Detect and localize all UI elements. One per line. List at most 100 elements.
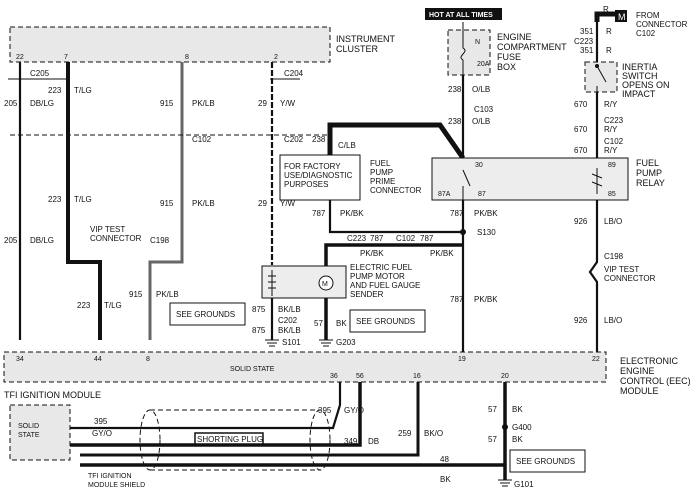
pump-motor-label-1: ELECTRIC FUEL: [350, 263, 413, 272]
cluster-pin-22: 22: [16, 54, 24, 61]
wire-259: [80, 382, 420, 457]
wire-223-num: 223: [48, 86, 62, 95]
connector-c223-top: C223: [574, 37, 594, 46]
tfi-shield-outline: [150, 409, 320, 471]
wire-926-color: LB/O: [604, 217, 622, 226]
eec-pin-19: 19: [458, 356, 466, 363]
tfi-shield-label-2: MODULE SHIELD: [88, 482, 145, 489]
prime-connector-label-2: PUMP: [370, 168, 393, 177]
wire-787-prime-num: 787: [312, 209, 326, 218]
wire-787-pump: [324, 243, 463, 275]
instrument-cluster-label-2: CLUSTER: [336, 44, 379, 54]
fuse-box-label-1: ENGINE: [497, 32, 532, 42]
wire-57-color-c: BK: [512, 435, 523, 444]
tfi-shield-right-end: [309, 409, 331, 471]
wire-29-num-b: 29: [258, 199, 267, 208]
fuse-rating: 20A: [477, 61, 490, 68]
wire-349-num: 349: [344, 437, 358, 446]
eec-module-box: [3, 351, 607, 383]
pump-motor-label-3: AND FUEL GAUGE: [350, 281, 420, 290]
wire-915-num: 915: [160, 99, 174, 108]
vip-test-right-2: CONNECTOR: [604, 274, 656, 283]
wire-926-num-b: 926: [574, 316, 588, 325]
wire-915-num-c: 915: [129, 290, 143, 299]
instrument-cluster-label-1: INSTRUMENT: [336, 34, 395, 44]
instrument-cluster-box: [9, 26, 331, 63]
wire-915: [148, 62, 184, 340]
ground-g400-symbol: [319, 339, 333, 347]
eec-pin-8: 8: [146, 356, 150, 363]
from-connector-wire: [594, 11, 615, 22]
vip-test-left-2: CONNECTOR: [90, 234, 142, 243]
fuse-element: [460, 22, 466, 84]
relay-coil: [591, 168, 603, 194]
wire-205-num-b: 205: [4, 236, 18, 245]
from-connector-2: CONNECTOR: [636, 20, 688, 29]
fuse-box: [447, 29, 491, 76]
tfi-shield-label-1: TFI IGNITION: [88, 473, 132, 480]
eec-pin-34: 34: [16, 356, 24, 363]
relay-label-2: PUMP: [636, 168, 662, 178]
wire-915-color: PK/LB: [192, 99, 215, 108]
eec-label-1: ELECTRONIC: [620, 356, 679, 366]
wire-223: [66, 62, 102, 340]
wire-238-color-b: O/LB: [472, 117, 490, 126]
fuse-box-label-2: COMPARTMENT: [497, 42, 567, 52]
fuse-box-label-4: BOX: [497, 62, 516, 72]
see-grounds-3: SEE GROUNDS: [516, 457, 575, 466]
wire-351-color: R: [606, 27, 612, 36]
vip-test-right-1: VIP TEST: [604, 265, 639, 274]
wire-57-color: BK: [336, 319, 347, 328]
see-grounds-box-1: [169, 302, 246, 326]
wire-259-num: 259: [398, 429, 412, 438]
wire-205-num: 205: [4, 99, 18, 108]
wire-926-color-b: LB/O: [604, 316, 622, 325]
hot-at-all-times-bar: [425, 8, 502, 20]
fuse-box-pin-n: N: [475, 39, 480, 46]
wire-223-num-b: 223: [48, 195, 62, 204]
motor-symbol: M: [322, 281, 328, 288]
wire-787-num-a: 787: [450, 209, 464, 218]
wire-787-color-d: PK/BK: [430, 249, 454, 258]
wire-57-color-b: BK: [512, 405, 523, 414]
eec-label-4: MODULE: [620, 386, 659, 396]
eec-label-3: CONTROL (EEC): [620, 376, 691, 386]
from-connector-1: FROM: [636, 11, 660, 20]
wire-875-color-b: BK/LB: [278, 326, 301, 335]
wire-395-num: 395: [94, 417, 108, 426]
tfi-module-label: TFI IGNITION MODULE: [4, 390, 101, 400]
eec-pin-20: 20: [501, 373, 509, 380]
wire-205-color: DB/LG: [30, 99, 54, 108]
connector-c198-left: C198: [150, 236, 170, 245]
from-connector-3: C102: [636, 29, 656, 38]
ground-g203: S101: [282, 338, 301, 347]
wire-223-color-b: T/LG: [74, 195, 92, 204]
wire-205-color-b: DB/LG: [30, 236, 54, 245]
connector-c223-r: C223: [604, 116, 624, 125]
wire-48-color: BK: [440, 475, 451, 484]
relay-pin-85: 85: [608, 191, 616, 198]
factory-use-2: USE/DIAGNOSTIC: [284, 171, 353, 180]
hot-at-all-times-label: HOT AT ALL TIMES: [429, 12, 493, 19]
wire-349: [70, 382, 362, 447]
wire-238-num-b: 238: [448, 117, 462, 126]
relay-label-1: FUEL: [636, 158, 659, 168]
ground-g400: G203: [336, 338, 356, 347]
wire-670-num: 670: [574, 100, 588, 109]
wire-29-color: Y/W: [280, 99, 296, 108]
eec-pin-36: 36: [330, 373, 338, 380]
wire-787-color-c: PK/BK: [360, 249, 384, 258]
see-grounds-box-3: [509, 449, 586, 473]
wire-223-color: T/LG: [74, 86, 92, 95]
from-connector-plug: [615, 10, 627, 22]
eec-pin-56: 56: [356, 373, 364, 380]
connector-c102-left: C102: [192, 135, 212, 144]
pump-motor-label-2: PUMP MOTOR: [350, 272, 405, 281]
tfi-module-box: [9, 404, 71, 461]
wire-223-num-c: 223: [77, 301, 91, 310]
eec-label-2: ENGINE: [620, 366, 655, 376]
prime-connector-label-1: FUEL: [370, 159, 391, 168]
wire-395: [70, 382, 342, 430]
vip-test-left-1: VIP TEST: [90, 225, 125, 234]
